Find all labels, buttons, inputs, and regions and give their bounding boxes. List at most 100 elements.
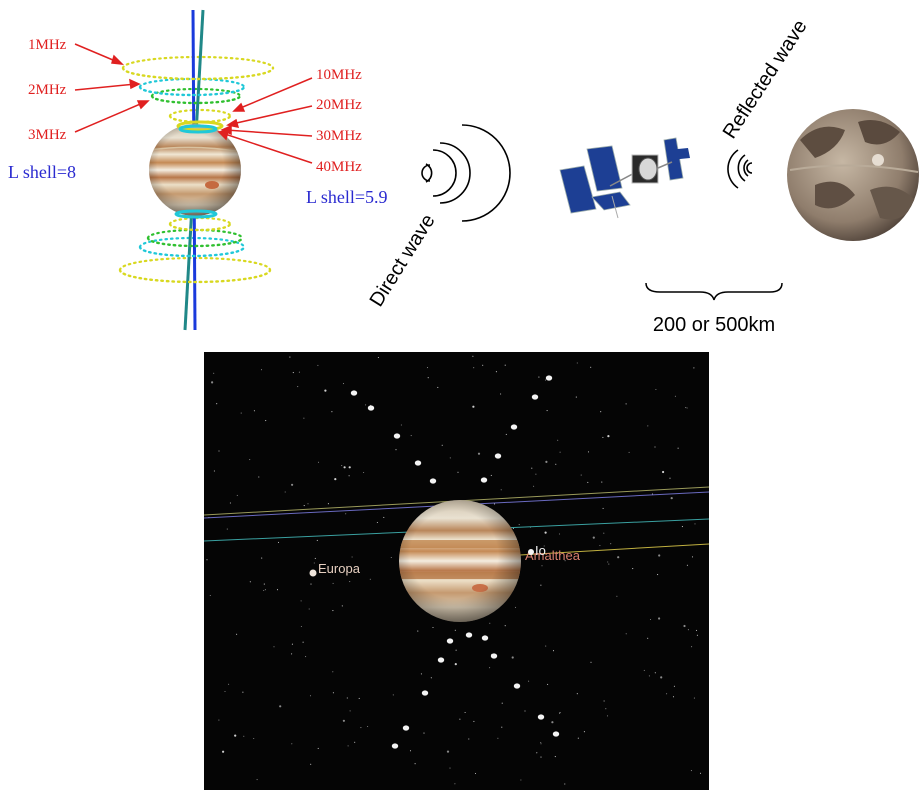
star [473,720,475,722]
star [468,738,470,740]
star [505,433,507,435]
moon-trail-dot [446,638,454,644]
star [541,565,543,567]
star [490,474,492,476]
jupiter-radio-source-panel: 1MHz 2MHz 3MHz 10MHz 20MHz 30MHz 40MHz L… [8,9,387,331]
star [348,475,350,477]
star [218,450,220,452]
star [691,556,694,558]
star [300,600,302,602]
star [226,528,228,530]
star [599,544,601,547]
star [222,750,225,753]
star [546,410,548,412]
star [500,489,502,491]
moon-trail-dots [350,375,560,749]
label-20mhz: 20MHz [316,97,362,113]
moon-trail-dot [437,657,445,663]
moon-trail-dot [494,453,502,459]
moon-trail-dot [537,714,545,720]
star [535,473,537,475]
direct-wave-panel: Direct wave [366,124,511,311]
star [317,364,319,366]
star [367,725,369,728]
moon-trail-dot [402,725,410,731]
label-40mhz: 40MHz [316,159,362,175]
star [454,783,456,785]
spacecraft-icon [559,137,690,219]
star [524,710,526,712]
star [607,561,609,563]
star [495,371,497,373]
star [603,700,605,702]
star [628,451,630,453]
star [332,671,334,673]
star [349,710,351,712]
star [349,581,351,583]
star [616,595,618,597]
europa-label: Europa [318,561,361,576]
star [608,563,610,565]
star [376,521,378,524]
star [672,696,675,698]
star [347,745,349,747]
star [632,568,634,570]
star [316,539,318,541]
star [511,656,514,659]
star [363,471,365,474]
moon-trail-dot [429,478,437,484]
star [528,680,530,682]
label-lshell-5-9: L shell=5.9 [306,187,387,207]
star [687,629,689,631]
star [400,424,402,426]
star [512,527,514,529]
star [690,770,692,772]
star [540,741,542,744]
europa-marker [309,569,317,577]
star [649,618,652,621]
star [693,367,695,369]
star [345,513,347,515]
star [464,711,466,714]
star [324,389,327,392]
star [236,494,238,496]
star [670,497,673,500]
star [587,451,590,453]
ring-2mhz [138,85,246,97]
star [540,756,542,758]
star [229,502,231,504]
star [410,435,412,437]
star [699,772,702,774]
rings-front [118,66,275,284]
star [211,381,214,384]
star [334,478,337,481]
star [332,692,334,694]
star [647,637,649,639]
star [554,756,556,758]
star [277,541,280,543]
star [601,481,603,483]
star [292,372,294,374]
moon-trail-dot [414,460,422,466]
moon-trail-dot [490,653,498,659]
star [332,610,334,612]
star [240,412,242,414]
star [300,625,302,628]
star [583,731,585,733]
star [497,737,499,739]
star [224,690,226,693]
star [531,467,533,469]
star [473,367,475,369]
star [504,625,506,627]
label-1mhz: 1MHz [28,37,67,53]
star [358,697,360,699]
star [552,650,555,652]
star [343,466,346,469]
label-30mhz: 30MHz [316,128,362,144]
star [610,543,612,545]
ring-south-inner [168,222,232,232]
star [501,702,503,704]
star [206,559,208,561]
star [284,491,286,493]
star [590,366,592,368]
